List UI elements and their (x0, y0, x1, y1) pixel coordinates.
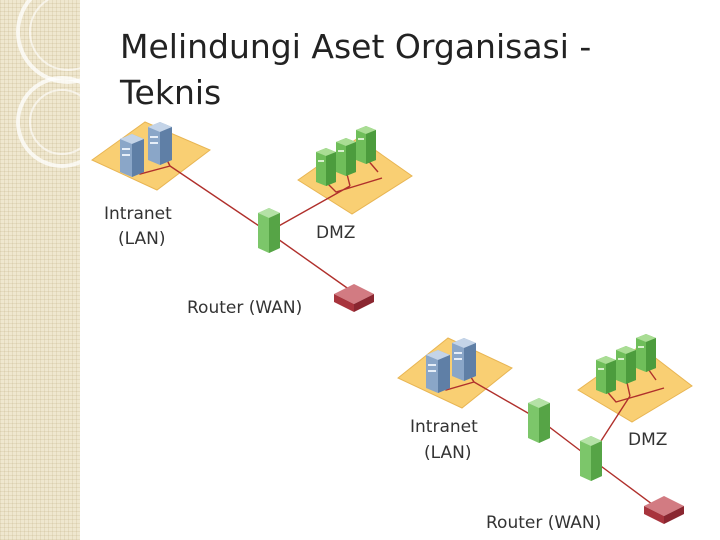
router-device (644, 496, 684, 524)
firewall-device (258, 208, 280, 253)
dmz-server-1 (316, 148, 336, 186)
router-device (334, 284, 374, 312)
router-label: Router (WAN) (486, 513, 601, 533)
firewall-device-2 (580, 436, 602, 481)
intranet-server-2 (148, 122, 172, 165)
intranet-sub-label: (LAN) (424, 443, 471, 463)
network-links (131, 149, 383, 291)
slide-title: Melindungi Aset Organisasi - Teknis (120, 24, 680, 116)
dmz-label: DMZ (316, 223, 355, 243)
dmz-server-3 (636, 334, 656, 372)
dmz-label: DMZ (628, 430, 667, 450)
dmz-server-3 (356, 126, 376, 164)
intranet-server-1 (120, 134, 144, 177)
dmz-server-2 (616, 346, 636, 384)
intranet-server-2 (452, 338, 476, 381)
dmz-server-2 (336, 138, 356, 176)
decorative-circles (16, 0, 120, 168)
firewall-device-1 (528, 398, 550, 443)
slide-title-line-2: Teknis (120, 73, 222, 112)
intranet-server-1 (426, 350, 450, 393)
router-label: Router (WAN) (187, 298, 302, 318)
diagram-2: Intranet (LAN) DMZ Router (WAN) (397, 334, 693, 533)
diagram-1: Intranet (LAN) DMZ Router (WAN) (91, 121, 413, 318)
intranet-sub-label: (LAN) (118, 229, 165, 249)
slide-title-line-1: Melindungi Aset Organisasi - (120, 27, 592, 66)
intranet-label: Intranet (104, 204, 172, 224)
dmz-server-1 (596, 356, 616, 394)
intranet-label: Intranet (410, 417, 478, 437)
